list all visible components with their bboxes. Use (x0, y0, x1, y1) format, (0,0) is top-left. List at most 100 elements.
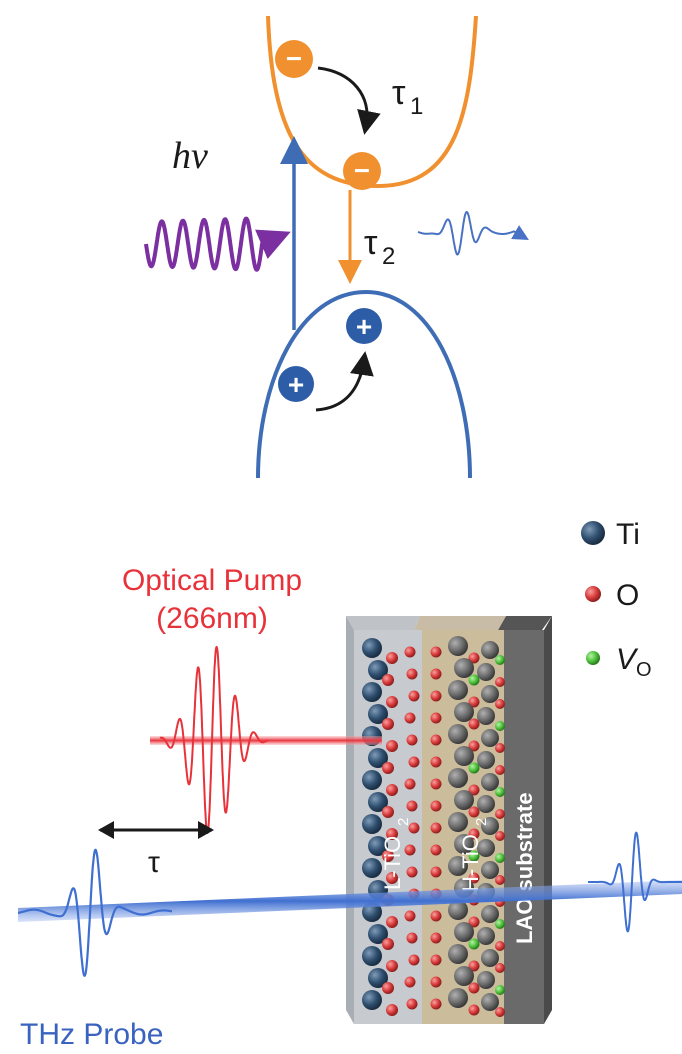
atom-lattice (362, 636, 505, 1017)
o-atom (386, 1004, 398, 1016)
o-atom (430, 800, 442, 812)
o-atom (382, 982, 394, 994)
ti-atom (362, 682, 382, 702)
pump-pulse (159, 645, 269, 834)
o-atom (430, 668, 442, 680)
o-atom (386, 740, 398, 752)
o-atom (408, 690, 420, 702)
o-atom (468, 740, 480, 752)
o-atom (382, 674, 394, 686)
vacancy-site (495, 721, 505, 731)
o-atom (430, 910, 442, 922)
o-atom (386, 828, 398, 840)
ti-atom (481, 729, 499, 747)
ti-atom (362, 990, 382, 1010)
pump-label-line2: (266nm) (156, 602, 268, 635)
time-delay-indicator: τ (98, 821, 214, 879)
ti-atom (477, 839, 495, 857)
optical-pump: Optical Pump (266nm) (122, 564, 382, 834)
ti-atom (368, 660, 388, 680)
electron-upper: − (275, 40, 313, 78)
ti-atom (448, 812, 468, 832)
ti-atom (481, 641, 499, 659)
ti-atom (448, 988, 468, 1008)
o-atom (430, 734, 442, 746)
o-atom (406, 668, 418, 680)
valence-band-curve (256, 289, 472, 479)
ti-atom (368, 924, 388, 944)
o-atom (495, 941, 505, 951)
o-atom (430, 646, 442, 658)
vacancy-site (468, 762, 480, 774)
o-atom (382, 718, 394, 730)
o-atom (468, 1004, 480, 1016)
ti-atom (454, 834, 474, 854)
emitted-thz-wave (417, 211, 529, 256)
ti-atom (368, 748, 388, 768)
o-atom (468, 718, 480, 730)
ti-atom (481, 685, 499, 703)
o-atom (430, 690, 442, 702)
o-atom (468, 828, 480, 840)
svg-text:2: 2 (382, 243, 395, 270)
o-atom (386, 784, 398, 796)
ti-atom (454, 922, 474, 942)
o-atom (468, 916, 480, 928)
o-atom (408, 954, 420, 966)
photon-wave (144, 216, 291, 272)
ti-atom (362, 858, 382, 878)
o-atom (495, 831, 505, 841)
svg-text:O: O (636, 659, 652, 681)
thz-probe: THz Probe (17, 831, 682, 1051)
ti-atom (448, 768, 468, 788)
o-atom (382, 850, 394, 862)
legend-item-o: O (585, 579, 639, 612)
ti-atom (477, 663, 495, 681)
ti-atom (454, 702, 474, 722)
o-atom (430, 822, 442, 834)
pump-label-line1: Optical Pump (122, 564, 302, 597)
o-atom (430, 976, 442, 988)
o-atom (408, 756, 420, 768)
o-atom (386, 696, 398, 708)
probe-label: THz Probe (20, 1018, 163, 1051)
ti-atom (448, 724, 468, 744)
vacancy-site (468, 938, 480, 950)
o-atom (382, 762, 394, 774)
o-atom (386, 652, 398, 664)
o-atom (430, 756, 442, 768)
legend: Ti O V O (581, 518, 652, 681)
svg-text:H-TiO: H-TiO (458, 834, 483, 892)
ti-atom (454, 966, 474, 986)
ti-atom (454, 746, 474, 766)
l-tio2-label: L-TiO 2 (380, 818, 412, 890)
svg-text:+: + (356, 311, 372, 342)
svg-text:−: − (354, 155, 370, 186)
hole-upper: + (346, 308, 382, 344)
o-atom (406, 866, 418, 878)
hole-relaxation-arrow (315, 351, 374, 412)
o-atom (495, 1007, 505, 1017)
ti-atom (481, 905, 499, 923)
o-atom (404, 910, 416, 922)
o-atom (468, 784, 480, 796)
o-atom (382, 938, 394, 950)
ti-atom (477, 971, 495, 989)
o-atom (495, 743, 505, 753)
tau2-label: τ 2 (364, 224, 395, 270)
o-atom (406, 998, 418, 1010)
probe-pulse-incident (17, 848, 173, 977)
photon-energy-label: hν (172, 135, 208, 177)
ti-atom (448, 636, 468, 656)
ti-atom (368, 968, 388, 988)
o-atom (495, 809, 505, 819)
o-atom (468, 982, 480, 994)
ti-atom (454, 658, 474, 678)
vacancy-site (495, 655, 505, 665)
o-atom (406, 734, 418, 746)
svg-text:LAO substrate: LAO substrate (512, 792, 537, 944)
o-atom (468, 696, 480, 708)
o-atom (406, 800, 418, 812)
o-atom (495, 963, 505, 973)
